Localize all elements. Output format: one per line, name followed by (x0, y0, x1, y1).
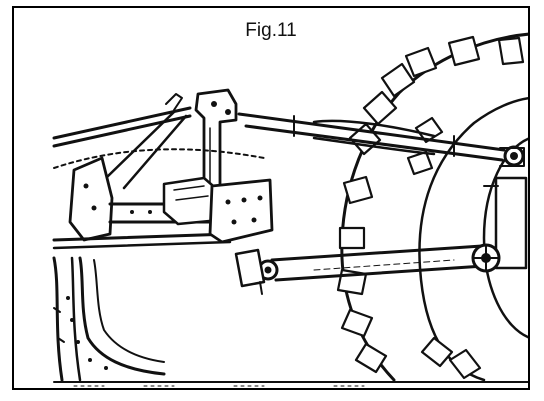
axle-housing (494, 176, 528, 270)
top-link (237, 112, 525, 167)
figure-frame: Fig.11 (12, 6, 530, 390)
linkage-drawing (52, 32, 528, 387)
figure-caption: Fig.11 (245, 20, 297, 41)
rear-wheel (336, 32, 528, 382)
implement-frame (52, 148, 274, 250)
lower-link (234, 243, 501, 295)
implement-tines (52, 256, 166, 382)
frame-housing (208, 178, 274, 244)
implement-mast (52, 88, 238, 208)
